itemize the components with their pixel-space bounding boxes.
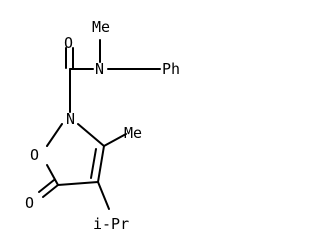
bond-ring-c4-c5 [57, 181, 99, 186]
bond-ring-n-c3 [77, 123, 105, 147]
bond-ring-c3-c4-2 [90, 148, 97, 179]
label-amide-nitrogen: N [95, 60, 104, 78]
label-ketone-oxygen: O [25, 194, 34, 212]
label-isopropyl: i-Pr [93, 215, 129, 233]
bonds [38, 39, 161, 210]
bond-c4-isopropyl [97, 181, 110, 210]
label-carbonyl-oxygen: O [64, 34, 73, 52]
bond-c5-ketone-1 [42, 184, 59, 198]
bond-c5-ketone-2 [38, 179, 55, 193]
label-ring-methyl: Me [124, 124, 142, 142]
bond-ring-c3-c4-1 [97, 145, 105, 183]
atom-labels: O N Me Ph N O Me O i-Pr [25, 18, 180, 233]
label-ring-oxygen: O [30, 146, 39, 164]
bond-c3-methyl [103, 133, 127, 147]
label-benzyl-phenyl: Ph [162, 60, 180, 78]
bond-ring-n-o [46, 123, 63, 147]
bond-ring-o-c5 [46, 164, 59, 186]
label-ring-nitrogen: N [66, 110, 75, 128]
label-n-methyl: Me [92, 18, 110, 36]
chemical-structure: O N Me Ph N O Me O i-Pr [25, 18, 180, 233]
